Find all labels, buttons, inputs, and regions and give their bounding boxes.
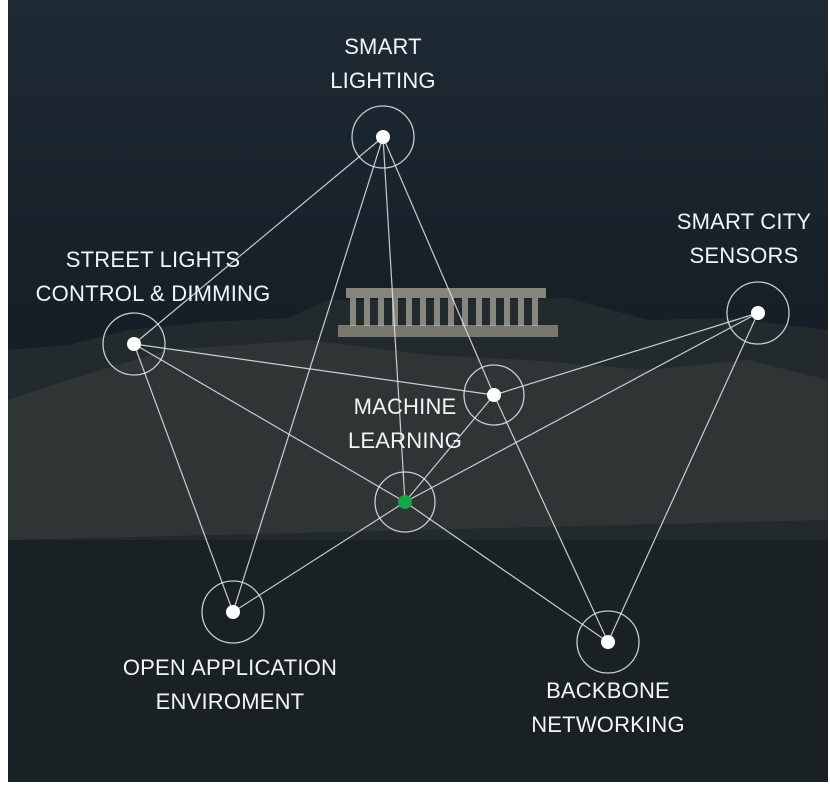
temple-columns xyxy=(350,298,538,326)
city-lower xyxy=(8,540,828,782)
street-lights-ring xyxy=(102,312,166,376)
temple-roof xyxy=(346,288,546,298)
hub-dot xyxy=(487,388,501,402)
link-hub-to-backbone-networking xyxy=(493,394,609,643)
machine-learning-label-line: LEARNING xyxy=(347,428,463,453)
link-machine-learning-to-open-application xyxy=(232,501,406,613)
link-hub-to-smart-city-sensors xyxy=(493,312,759,396)
open-application-label: OPEN APPLICATION ENVIROMENT xyxy=(123,651,337,719)
smart-lighting-label: SMART LIGHTING xyxy=(330,30,436,98)
open-application-ring xyxy=(201,580,265,644)
backbone-networking-dot xyxy=(601,635,615,649)
link-smart-city-sensors-to-machine-learning xyxy=(404,312,759,503)
machine-learning-label-line: MACHINE xyxy=(353,394,457,419)
smart-city-sensors-label: SMART CITY SENSORS xyxy=(677,205,811,273)
open-application-label-line: ENVIROMENT xyxy=(155,689,305,714)
link-smart-lighting-to-open-application xyxy=(232,136,384,613)
connection-lines xyxy=(133,136,759,643)
street-lights-dot xyxy=(127,337,141,351)
smart-lighting-dot xyxy=(376,130,390,144)
smart-city-sensors-label-line: SENSORS xyxy=(689,243,799,268)
network-layer xyxy=(102,105,790,674)
machine-learning-dot xyxy=(398,495,412,509)
smart-city-sensors-ring xyxy=(726,281,790,345)
temple-base xyxy=(338,325,558,337)
backbone-networking-ring xyxy=(576,610,640,674)
backbone-networking-label-line: BACKBONE xyxy=(546,678,670,703)
open-application-label-line: OPEN APPLICATION xyxy=(122,655,338,680)
link-smart-lighting-to-hub xyxy=(382,136,495,396)
backbone-networking-label: BACKBONE NETWORKING xyxy=(531,674,685,742)
smart-lighting-ring xyxy=(351,105,415,169)
smart-lighting-label-line: LIGHTING xyxy=(330,68,436,93)
link-street-lights-to-open-application xyxy=(133,343,234,613)
smart-lighting-label-line: SMART xyxy=(344,34,422,59)
network-diagram: SMART LIGHTING STREET LIGHTS CONTROL & DIMM… xyxy=(8,0,828,782)
link-smart-lighting-to-street-lights xyxy=(133,136,384,345)
street-lights-label-line: STREET LIGHTS xyxy=(65,247,241,272)
machine-learning-label: MACHINE LEARNING xyxy=(348,390,462,458)
backbone-networking-label-line: NETWORKING xyxy=(531,712,685,737)
machine-learning-ring xyxy=(374,471,436,533)
link-smart-city-sensors-to-backbone-networking xyxy=(607,312,759,643)
street-lights-label: STREET LIGHTS CONTROL & DIMMING xyxy=(36,243,271,311)
smart-city-sensors-label-line: SMART CITY xyxy=(676,209,812,234)
node-markers xyxy=(102,105,790,674)
link-street-lights-to-machine-learning xyxy=(133,343,406,503)
link-hub-to-machine-learning xyxy=(404,394,495,503)
hub-ring xyxy=(463,364,525,426)
street-lights-label-line: CONTROL & DIMMING xyxy=(35,281,271,306)
link-street-lights-to-hub xyxy=(133,343,495,396)
open-application-dot xyxy=(226,605,240,619)
smart-city-sensors-dot xyxy=(751,306,765,320)
link-smart-lighting-to-machine-learning xyxy=(382,136,406,503)
link-machine-learning-to-backbone-networking xyxy=(404,501,609,643)
